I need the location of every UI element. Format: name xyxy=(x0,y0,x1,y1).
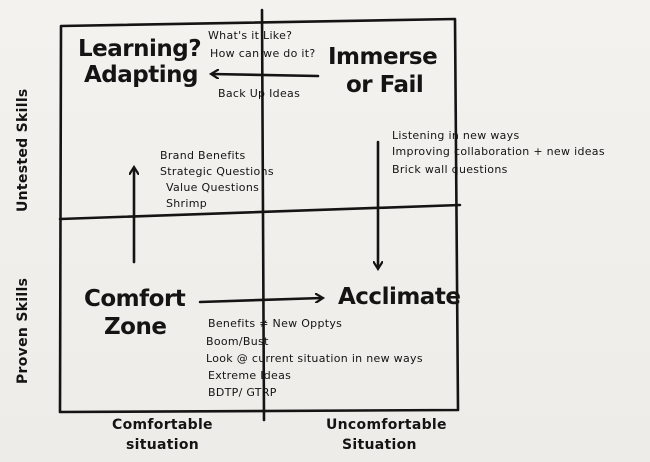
quadrant-top-left-title-line1: Learning? xyxy=(78,36,202,62)
outer-frame xyxy=(58,17,460,414)
top-left-note-3: Shrimp xyxy=(166,197,208,210)
bottom-right-note-0: Benefits ≠ New Opptys xyxy=(208,317,343,330)
vertical-divider xyxy=(260,8,266,422)
x-axis-left-label-line2: situation xyxy=(126,437,200,453)
x-axis-right-label-line1: Uncomfortable xyxy=(326,417,447,433)
top-right-note-0: Listening in new ways xyxy=(392,129,520,142)
quadrant-bottom-right-title: Acclimate xyxy=(338,284,461,310)
center-note-0: What's it Like? xyxy=(208,29,293,42)
top-right-note-1: Improving collaboration + new ideas xyxy=(392,145,605,158)
bottom-right-note-2: Look @ current situation in new ways xyxy=(206,352,423,365)
bottom-right-note-1: Boom/Bust xyxy=(206,335,269,348)
top-right-note-2: Brick wall questions xyxy=(392,163,508,176)
top-left-note-0: Brand Benefits xyxy=(160,149,246,162)
y-axis-bottom-label: Proven Skills xyxy=(15,277,31,384)
x-axis-right-label-line2: Situation xyxy=(342,437,417,453)
quadrant-bottom-left-title-line1: Comfort xyxy=(84,286,186,312)
quadrant-bottom-left-title-line2: Zone xyxy=(104,314,167,340)
x-axis-left-label-line1: Comfortable xyxy=(112,417,213,433)
horizontal-divider xyxy=(58,203,462,221)
center-note-2: Back Up Ideas xyxy=(218,87,301,100)
arrow-right xyxy=(198,298,322,304)
y-axis-top-label: Untested Skills xyxy=(15,88,31,212)
top-left-note-1: Strategic Questions xyxy=(160,165,274,178)
center-note-1: How can we do it? xyxy=(210,47,316,60)
quadrant-top-right-title-line1: Immerse xyxy=(328,44,438,70)
arrow-left xyxy=(212,74,320,76)
bottom-right-note-3: Extreme Ideas xyxy=(208,369,292,382)
quadrant-top-right-title-line2: or Fail xyxy=(346,72,424,98)
top-left-note-2: Value Questions xyxy=(166,181,260,194)
bottom-right-note-4: BDTP/ GTRP xyxy=(208,386,277,399)
quadrant-top-left-title-line2: Adapting xyxy=(84,62,198,88)
